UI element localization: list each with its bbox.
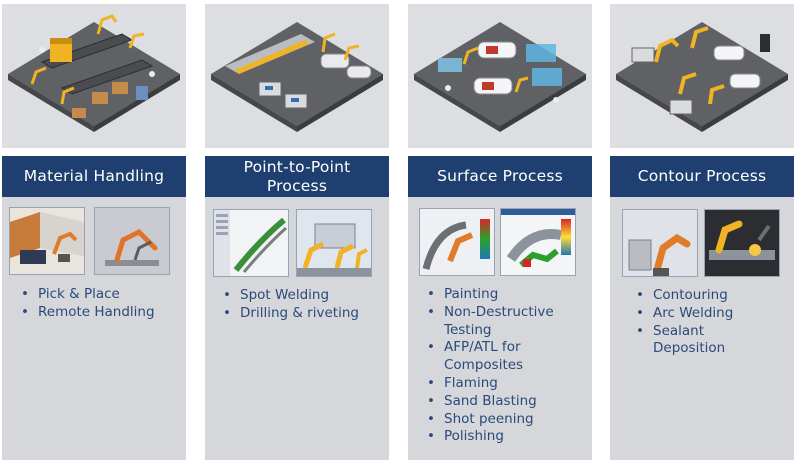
- category-title-text: Material Handling: [23, 167, 165, 185]
- list-item: Shot peening: [422, 411, 554, 429]
- list-item: Arc Welding: [631, 305, 733, 323]
- list-item: Drilling & riveting: [218, 305, 359, 323]
- list-item: Spot Welding: [218, 287, 359, 305]
- painting-robot-icon: [419, 208, 495, 276]
- category-title: Surface Process: [408, 156, 592, 197]
- welding-line-illustration: [610, 4, 794, 148]
- list-item: Contouring: [631, 287, 733, 305]
- category-title: Point-to-Point Process: [205, 156, 389, 197]
- list-item: Painting: [422, 286, 554, 304]
- list-item: Flaming: [422, 375, 554, 393]
- arc-welding-icon: [704, 209, 780, 277]
- capability-list: Pick & Place Remote Handling: [16, 286, 155, 322]
- robot-arm-icon: [94, 207, 170, 275]
- category-title: Contour Process: [610, 156, 794, 197]
- list-item: Sand Blasting: [422, 393, 554, 411]
- list-item: Pick & Place: [16, 286, 155, 304]
- factory-conveyor-robots-illustration: [2, 4, 186, 148]
- car-assembly-line-illustration: [205, 4, 389, 148]
- spot-welding-robots-icon: [296, 209, 372, 277]
- category-body: Spot Welding Drilling & riveting: [205, 197, 389, 460]
- category-title-line: Point-to-Point: [243, 157, 351, 176]
- column-material-handling: Material Handling Pick & Place Remote Ha…: [2, 0, 186, 460]
- category-title: Material Handling: [2, 156, 186, 197]
- surface-analysis-icon: [500, 208, 576, 276]
- contouring-robot-icon: [622, 209, 698, 277]
- category-title-text: Surface Process: [437, 167, 563, 185]
- robot-cell-icon: [9, 207, 85, 275]
- list-item: Polishing: [422, 428, 554, 446]
- column-point-to-point-process: Point-to-Point Process: [205, 0, 389, 460]
- column-contour-process: Contour Process Contouring Arc Welding S…: [610, 0, 794, 460]
- category-body: Pick & Place Remote Handling: [2, 197, 186, 460]
- fixture-software-icon: [213, 209, 289, 277]
- category-title-text: Point-to-Point Process: [244, 158, 351, 196]
- car-painting-cell-illustration: [408, 4, 592, 148]
- list-item: Remote Handling: [16, 304, 155, 322]
- column-surface-process: Surface Process: [408, 0, 592, 460]
- category-title-text: Contour Process: [637, 167, 767, 185]
- capability-list: Spot Welding Drilling & riveting: [218, 287, 359, 323]
- category-title-line: Process: [266, 176, 328, 195]
